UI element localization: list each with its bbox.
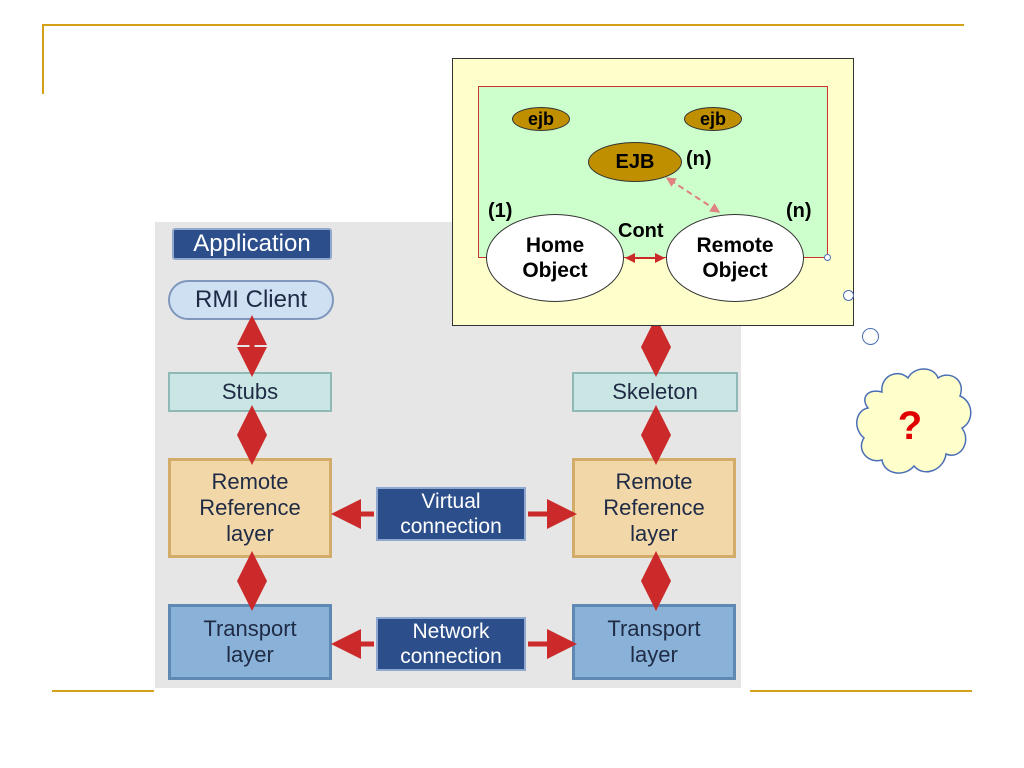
virtual-connection-box: Virtual connection: [376, 487, 526, 541]
thought-cloud: [856, 368, 972, 474]
bottom-rule-right: [750, 690, 972, 692]
arrow-ejb-remote: [665, 177, 721, 213]
container-label: Cont: [618, 220, 664, 242]
thought-dot-small: [843, 290, 854, 301]
home-object: Home Object: [486, 214, 624, 302]
application-box: Application: [172, 228, 332, 260]
ejb-main: EJB: [588, 142, 682, 182]
transport-layer-right: Transport layer: [572, 604, 736, 680]
thought-dot-medium: [862, 328, 879, 345]
remote-reference-layer-left: Remote Reference layer: [168, 458, 332, 558]
network-connection-box: Network connection: [376, 617, 526, 671]
remote-reference-layer-right: Remote Reference layer: [572, 458, 736, 558]
top-rule: [42, 24, 964, 26]
question-mark: ?: [897, 403, 923, 448]
bottom-rule-left: [52, 690, 154, 692]
ejb-instance-right: ejb: [684, 107, 742, 131]
ejb-multiplicity: (n): [686, 148, 712, 170]
left-rule: [42, 24, 44, 94]
remote-multiplicity: (n): [786, 200, 812, 222]
rmi-client-box: RMI Client: [168, 280, 334, 320]
container-corner-dot: [824, 254, 831, 261]
remote-object: Remote Object: [666, 214, 804, 302]
ejb-instance-left: ejb: [512, 107, 570, 131]
home-multiplicity: (1): [488, 200, 513, 222]
transport-layer-left: Transport layer: [168, 604, 332, 680]
